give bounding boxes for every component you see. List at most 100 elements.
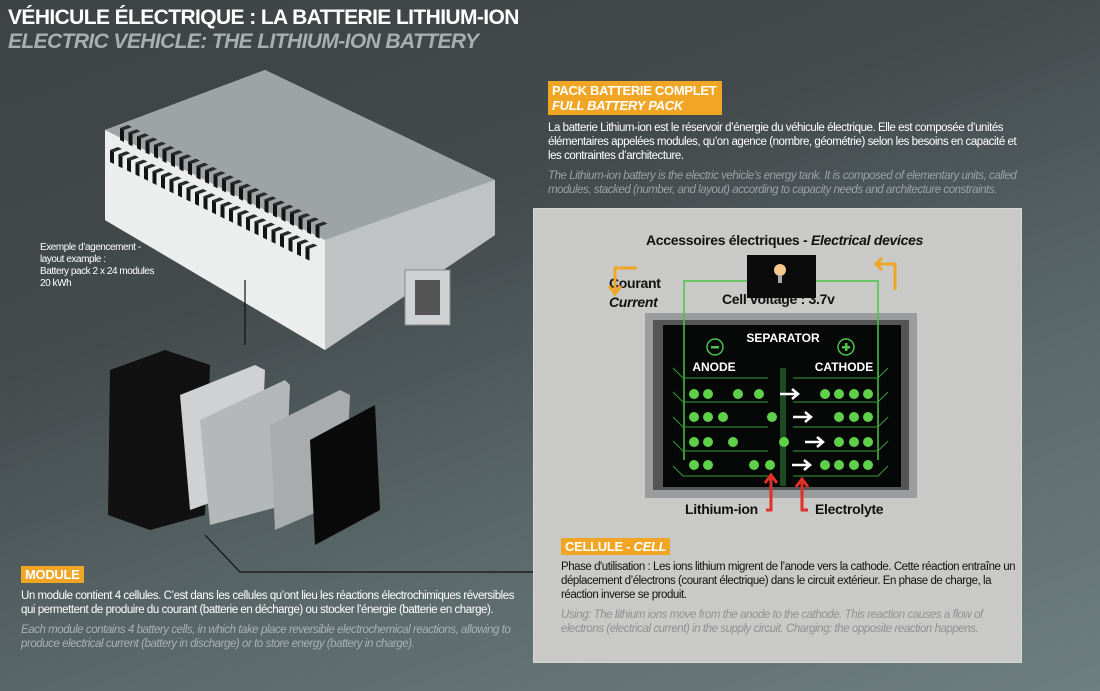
battery-module	[195, 192, 199, 206]
battery-module	[256, 195, 260, 210]
lithium-ion-dot	[765, 460, 775, 470]
anode-layer	[672, 391, 768, 403]
battery-module	[137, 136, 141, 151]
battery-module	[110, 150, 114, 164]
battery-module	[135, 162, 140, 177]
lithium-ion-dot	[733, 389, 743, 399]
battery-module	[246, 217, 250, 232]
ion-flow-arrow-icon	[805, 436, 825, 448]
battery-module	[315, 224, 320, 239]
lithium-ion-dot	[767, 412, 777, 422]
pack-tag-fr: PACK BATTERIE COMPLET	[552, 83, 717, 98]
anode-layer	[672, 465, 768, 477]
battery-module	[203, 196, 208, 211]
anode-layer	[672, 367, 768, 379]
current-arrow-right	[876, 262, 897, 290]
lithium-ion-dot	[849, 437, 859, 447]
pack-tag-en: FULL BATTERY PACK	[552, 98, 683, 113]
cathode-layer	[793, 391, 889, 403]
lithium-ion-dot	[820, 460, 830, 470]
lithium-ion-dot	[689, 412, 699, 422]
devices-label-en: Electrical devices	[810, 232, 924, 248]
battery-module	[281, 207, 286, 222]
lithium-ion-dot	[728, 437, 738, 447]
cathode-label: CATHODE	[815, 360, 873, 374]
lithium-ion-dot	[703, 460, 713, 470]
lithium-ion-dot	[863, 412, 873, 422]
cathode-layer	[793, 465, 889, 477]
battery-module	[128, 132, 133, 147]
battery-module	[254, 221, 259, 236]
anode-layer	[672, 440, 768, 452]
ion-flow-arrow-icon	[780, 388, 800, 400]
lithium-ion-dot	[718, 412, 728, 422]
lithium-ion-dot	[863, 437, 873, 447]
battery-module	[188, 161, 192, 176]
cell-text: Phase d'utilisation : Les ions lithium m…	[561, 560, 1016, 636]
battery-module	[196, 165, 201, 180]
pack-text: La batterie Lithium-ion est le réservoir…	[548, 121, 1028, 197]
battery-module	[273, 203, 277, 218]
layout-note-4: 20 kWh	[40, 278, 72, 289]
battery-module	[230, 182, 235, 197]
battery-module	[237, 213, 242, 227]
battery-module	[263, 225, 267, 240]
cell-tag-en: CELL	[633, 539, 667, 554]
pack-text-en: The Lithium-ion battery is the electric …	[548, 170, 1017, 196]
battery-module	[162, 149, 167, 163]
lithium-ion-dot	[820, 389, 830, 399]
battery-module	[179, 157, 184, 172]
battery-module	[222, 178, 226, 193]
separator-label: SEPARATOR	[746, 331, 820, 345]
battery-module	[247, 191, 252, 205]
battery-module	[212, 200, 216, 215]
battery-module	[290, 212, 294, 226]
lithium-ion-dot	[863, 460, 873, 470]
separator-membrane	[780, 368, 786, 486]
title-en: ELECTRIC VEHICLE: THE LITHIUM-ION BATTER…	[8, 30, 479, 53]
lithium-ion-dot	[689, 389, 699, 399]
battery-module	[171, 153, 175, 168]
module-tag: MODULE	[21, 566, 84, 583]
lithium-ion-dot	[834, 412, 844, 422]
battery-module	[239, 186, 243, 201]
battery-module	[154, 144, 158, 159]
pack-text-fr: La batterie Lithium-ion est le réservoir…	[548, 122, 1017, 162]
module-text: Un module contient 4 cellules. C’est dan…	[21, 589, 526, 651]
anode-label: ANODE	[692, 360, 735, 374]
lithium-ion-dot	[863, 389, 873, 399]
electrolyte-label: Electrolyte	[815, 501, 884, 517]
anode-layer	[672, 416, 768, 428]
battery-module	[271, 229, 276, 244]
layout-note-3: Battery pack 2 x 24 modules	[40, 266, 155, 277]
lithium-ion-dot	[703, 437, 713, 447]
lithium-ion-dot	[834, 460, 844, 470]
battery-module	[145, 140, 150, 155]
battery-module	[280, 234, 284, 248]
lithium-ion-dot	[834, 437, 844, 447]
battery-module	[152, 171, 157, 185]
battery-module	[298, 216, 303, 231]
battery-module	[169, 179, 174, 194]
battery-module	[305, 246, 310, 261]
module-text-en: Each module contains 4 battery cells, in…	[21, 624, 511, 650]
battery-module	[229, 208, 233, 223]
current-label-en: Current	[609, 294, 658, 310]
battery-module	[288, 238, 293, 253]
lithium-ion-label: Lithium-ion	[685, 501, 758, 517]
electrolyte-pointer	[800, 480, 808, 512]
lightbulb-icon	[774, 264, 786, 276]
cell-diagram: SEPARATOR ANODE CATHODE	[607, 255, 917, 512]
lithium-ion-dot	[749, 460, 759, 470]
battery-module	[205, 170, 209, 184]
lithium-ion-pointer	[766, 476, 773, 512]
lithium-ion-dot	[849, 412, 859, 422]
lithium-ion-dot	[689, 460, 699, 470]
battery-module	[213, 174, 218, 189]
lithium-ion-dot	[834, 389, 844, 399]
battery-pack-illustration	[105, 70, 495, 350]
cell-text-fr: Phase d'utilisation : Les ions lithium m…	[561, 561, 1016, 601]
battery-module	[307, 220, 311, 235]
cathode-layer	[793, 416, 889, 428]
ion-flow-arrow-icon	[792, 459, 812, 471]
